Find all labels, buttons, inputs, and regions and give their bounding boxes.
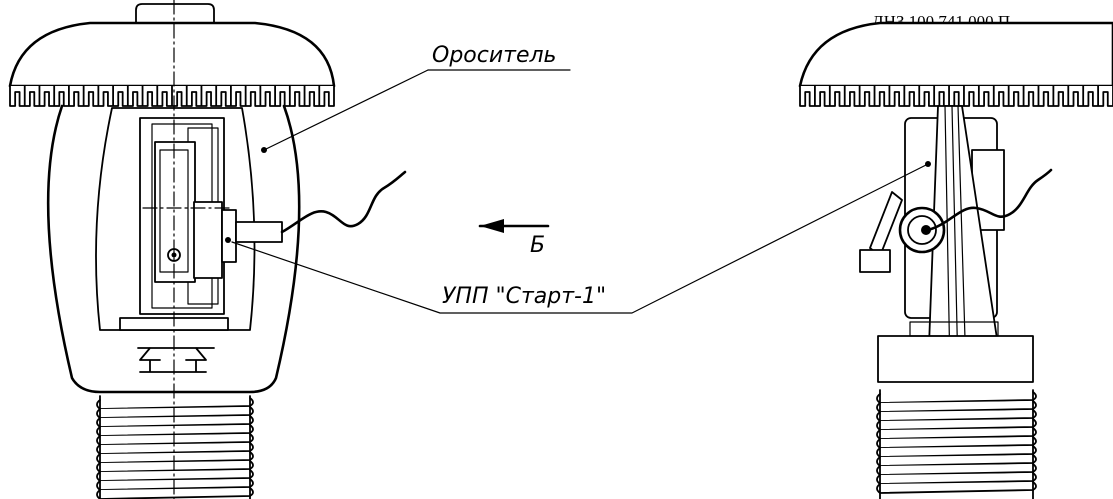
deflector-teeth-side [799,85,1113,107]
device-center [921,225,931,235]
signal-wire [280,170,407,234]
threaded-shank-side [876,389,1037,499]
sprinkler-leader [263,69,429,151]
clip-tab [859,249,891,273]
lower-collar [877,335,1034,383]
z-bracket [137,347,215,373]
signal-wire-side [926,168,1053,232]
collar-top [909,321,999,337]
side-clip [869,191,903,257]
sprinkler-label: Ороситель [432,43,557,68]
arm-line-3 [957,105,967,373]
device-cap [221,209,237,263]
body-contour [46,104,301,394]
top-knob [135,3,215,24]
sprinkler-leader-dot [261,147,267,153]
device-leader-dot [925,161,931,167]
body-window [95,107,256,331]
device-point [225,237,231,243]
view-b-label: Б [530,233,545,258]
deflector-dome-side [798,21,1113,88]
sprinkler-side-view [798,21,1113,499]
bulb-dot [171,252,177,258]
device-cable-gland [235,221,283,243]
device-leader [231,163,929,314]
device-circle-inner [907,215,937,245]
deflector-teeth [9,85,335,107]
deflector-dome [8,21,336,88]
sprinkler-front-view [8,0,407,499]
arm-line-1 [944,105,951,373]
device-label: УПП "Старт-1" [442,284,606,309]
threaded-shank [96,395,254,499]
arm-line-2 [951,105,959,373]
view-arrow-head [480,219,504,233]
device-block [193,201,223,279]
